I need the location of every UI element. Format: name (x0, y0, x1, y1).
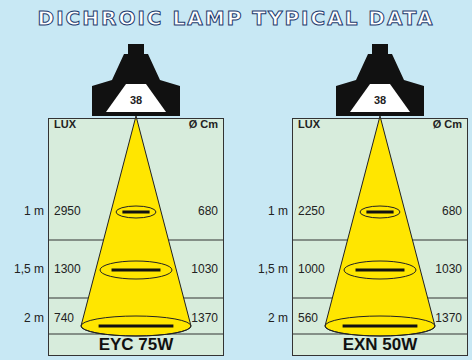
panel-art (48, 44, 224, 356)
distance-label: 2 m (268, 312, 288, 324)
lamp-body (336, 54, 424, 116)
beam-ellipse (344, 261, 416, 279)
lamp-reflector (106, 84, 166, 112)
table-cell: 680 (198, 205, 218, 217)
table-cell: 680 (442, 205, 462, 217)
column-header: Ø Cm (433, 119, 462, 130)
lamp-body (92, 54, 180, 116)
beam-ellipse (81, 316, 191, 336)
lamp-size: 38 (374, 95, 386, 106)
beam-ellipse (325, 316, 435, 336)
lamp-reflector (350, 84, 410, 112)
lamp-pins (372, 44, 388, 55)
distance-label: 1,5 m (14, 263, 44, 275)
distance-label: 1,5 m (258, 263, 288, 275)
lamp-model: EXN 50W (293, 335, 467, 355)
table-cell: 1370 (191, 312, 218, 324)
table-cell: 2250 (298, 205, 325, 217)
beam-ellipse (100, 261, 172, 279)
table-cell: 1030 (191, 263, 218, 275)
distance-label: 2 m (24, 312, 44, 324)
column-header: Ø Cm (189, 119, 218, 130)
table-cell: 1300 (54, 263, 81, 275)
distance-label: 1 m (24, 205, 44, 217)
beam-ellipse (116, 206, 156, 218)
title: DICHROIC LAMP TYPICAL DATA (0, 6, 472, 30)
distance-label: 1 m (268, 205, 288, 217)
table-cell: 1000 (298, 263, 325, 275)
beam-bar (356, 269, 405, 272)
beam-bar (122, 211, 149, 214)
beam-bar (366, 211, 393, 214)
table-cell: 560 (298, 312, 318, 324)
lamp-pins (128, 44, 144, 55)
table-cell: 2950 (54, 205, 81, 217)
column-header: LUX (298, 119, 320, 130)
light-cone (81, 116, 191, 336)
lamp-model: EYC 75W (49, 335, 223, 355)
beam-bar (99, 325, 174, 328)
beam-bar (112, 269, 161, 272)
panel-art (292, 44, 468, 356)
column-header: LUX (54, 119, 76, 130)
table-cell: 1370 (435, 312, 462, 324)
beam-ellipse (360, 206, 400, 218)
light-cone (325, 116, 435, 336)
lamp-size: 38 (130, 95, 142, 106)
beam-bar (343, 325, 418, 328)
table-cell: 1030 (435, 263, 462, 275)
table-cell: 740 (54, 312, 74, 324)
